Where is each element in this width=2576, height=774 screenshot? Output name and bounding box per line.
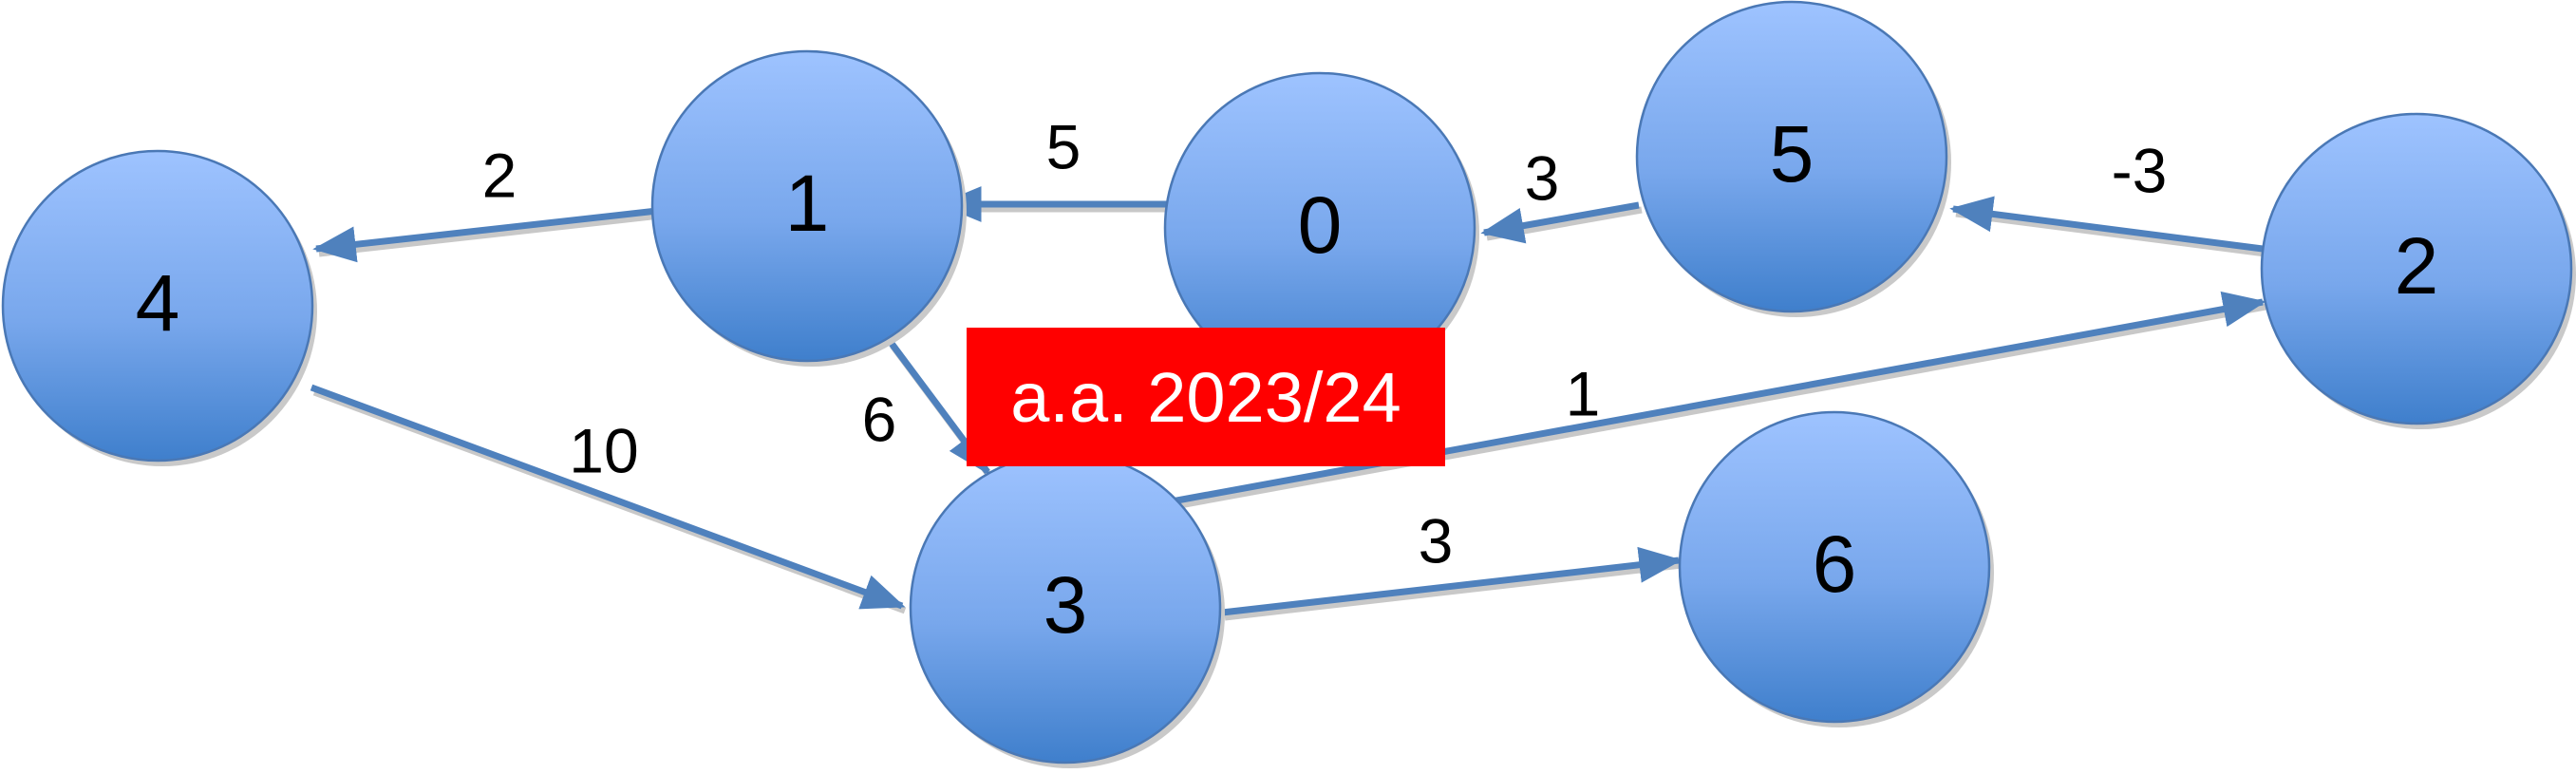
edge-weight-0-1: 5 — [1046, 111, 1081, 181]
edge-5-0 — [1480, 201, 1640, 244]
edges — [310, 186, 2266, 621]
edge-4-3 — [310, 384, 906, 610]
edge-weight-1-4: 2 — [482, 140, 517, 210]
edge-shadow-5-0 — [1486, 206, 1643, 241]
node-6: 6 — [1678, 410, 1994, 727]
node-circle-6 — [1678, 410, 1991, 724]
node-circle-1 — [650, 49, 964, 363]
edge-weight-5-0: 3 — [1525, 142, 1560, 213]
edge-1-4 — [312, 207, 658, 263]
edge-shadow-1-4 — [318, 212, 661, 257]
edge-shadow-3-2 — [1174, 303, 2266, 510]
edge-weight-2-5: -3 — [2112, 135, 2168, 205]
node-3: 3 — [909, 451, 1225, 768]
edge-3-6 — [1221, 546, 1683, 616]
edge-shadow-4-3 — [312, 388, 907, 614]
edge-weight-3-2: 1 — [1566, 358, 1601, 428]
node-label-0: 0 — [1298, 180, 1343, 270]
edge-weight-1-3: 6 — [862, 384, 897, 454]
node-label-4: 4 — [136, 258, 180, 348]
node-2: 2 — [2260, 112, 2576, 429]
node-0: 0 — [1163, 71, 1479, 388]
node-label-3: 3 — [1044, 560, 1088, 650]
edge-weight-4-3: 10 — [569, 415, 638, 485]
edge-3-2 — [1171, 291, 2266, 505]
edge-2-5 — [1949, 196, 2264, 253]
node-circle-4 — [1, 149, 314, 463]
node-5: 5 — [1635, 0, 1951, 317]
node-label-6: 6 — [1813, 519, 1857, 609]
node-label-2: 2 — [2395, 221, 2439, 311]
node-circle-2 — [2260, 112, 2573, 425]
node-label-1: 1 — [785, 159, 830, 248]
academic-year-banner: a.a. 2023/24 — [967, 328, 1445, 466]
edge-shadow-2-5 — [1955, 210, 2266, 257]
node-label-5: 5 — [1770, 109, 1814, 198]
node-circle-5 — [1635, 0, 1948, 313]
edge-weight-3-6: 3 — [1419, 505, 1454, 576]
node-4: 4 — [1, 149, 317, 466]
edge-shadow-3-6 — [1224, 561, 1683, 621]
node-1: 1 — [650, 49, 967, 367]
